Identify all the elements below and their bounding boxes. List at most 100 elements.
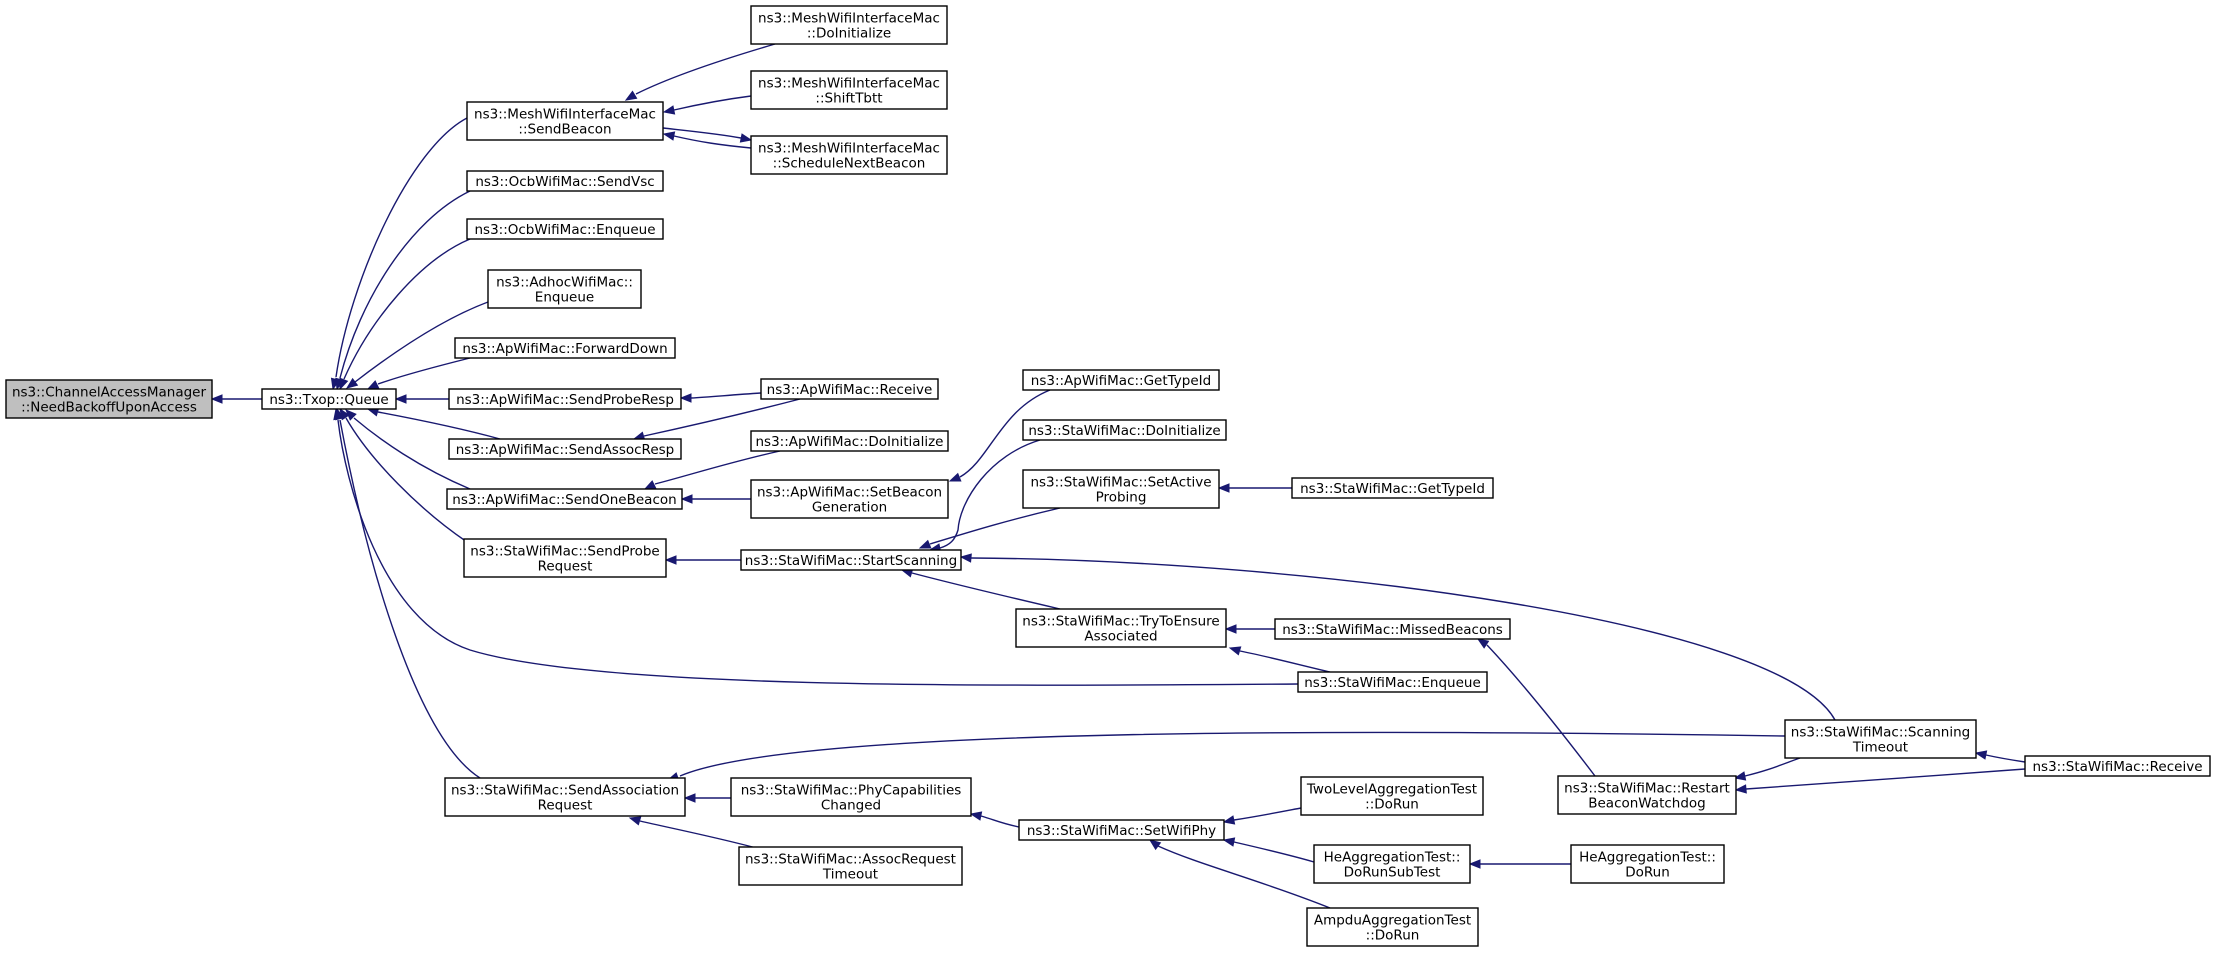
node-label-line: ns3::StaWifiMac::Restart bbox=[1564, 781, 1730, 797]
edge-arrowhead bbox=[959, 553, 972, 563]
edge-arrowhead bbox=[335, 407, 345, 421]
edge-line bbox=[980, 815, 1020, 828]
node-box bbox=[1022, 469, 1220, 509]
edge-line bbox=[635, 43, 776, 95]
node-mesh-shifttbtt[interactable]: ns3::MeshWifiInterfaceMac::ShiftTbtt bbox=[750, 70, 948, 110]
node-label-line: ::ShiftTbtt bbox=[815, 91, 882, 107]
node-label-line: ns3::StaWifiMac::SetActive bbox=[1030, 475, 1211, 491]
edge-arrowhead bbox=[210, 394, 223, 404]
edge-line bbox=[335, 117, 468, 378]
node-label-line: ::ScheduleNextBeacon bbox=[773, 156, 926, 172]
node-sta-startscanning[interactable]: ns3::StaWifiMac::StartScanning bbox=[740, 549, 962, 571]
node-box bbox=[487, 269, 642, 309]
node-label-line: ns3::StaWifiMac::Receive bbox=[2032, 759, 2202, 775]
node-label-line: Timeout bbox=[822, 867, 878, 883]
node-he-dorunsub[interactable]: HeAggregationTest::DoRunSubTest bbox=[1313, 844, 1471, 884]
node-label-line: ns3::MeshWifiInterfaceMac bbox=[758, 76, 940, 92]
node-ocb-enqueue[interactable]: ns3::OcbWifiMac::Enqueue bbox=[466, 218, 664, 240]
node-box bbox=[740, 549, 962, 571]
edge-arrowhead bbox=[1148, 839, 1162, 851]
node-label-line: ns3::StaWifiMac::DoInitialize bbox=[1028, 423, 1220, 439]
node-sta-receive[interactable]: ns3::StaWifiMac::Receive bbox=[2024, 755, 2211, 777]
edge-arrowhead bbox=[662, 105, 676, 115]
node-sta-enqueue[interactable]: ns3::StaWifiMac::Enqueue bbox=[1297, 671, 1488, 693]
edge-line bbox=[377, 411, 501, 440]
edge-sta_trytoensure-to-sta_startscanning bbox=[900, 568, 1061, 610]
edge-arrowhead bbox=[664, 555, 677, 565]
node-label-line: BeaconWatchdog bbox=[1588, 796, 1706, 812]
edge-arrowhead bbox=[624, 90, 638, 101]
nodes-layer: ns3::ChannelAccessManager::NeedBackoffUp… bbox=[5, 5, 2211, 947]
node-need-backoff[interactable]: ns3::ChannelAccessManager::NeedBackoffUp… bbox=[5, 379, 213, 419]
edge-arrowhead bbox=[628, 816, 642, 826]
edge-sta_startscanning-to-sta_sendprobereq bbox=[664, 555, 741, 565]
node-twolevel-dorun[interactable]: TwoLevelAggregationTest::DoRun bbox=[1300, 776, 1484, 816]
node-label-line: ::DoRun bbox=[1366, 928, 1420, 944]
node-mesh-doinit[interactable]: ns3::MeshWifiInterfaceMac::DoInitialize bbox=[750, 5, 948, 45]
node-box bbox=[466, 101, 664, 141]
node-label-line: Enqueue bbox=[535, 290, 594, 306]
edge-arrowhead bbox=[1224, 624, 1237, 634]
node-label-line: ns3::StaWifiMac::TryToEnsure bbox=[1022, 614, 1219, 630]
edge-sta_scantimeout-to-sta_sendassocreq bbox=[666, 731, 1786, 782]
node-sta-gettypeid[interactable]: ns3::StaWifiMac::GetTypeId bbox=[1291, 477, 1494, 499]
edge-txop_queue-to-need_backoff bbox=[210, 394, 262, 404]
node-label-line: Request bbox=[538, 559, 593, 575]
edge-line bbox=[354, 301, 489, 383]
node-label-line: HeAggregationTest:: bbox=[1579, 850, 1716, 866]
node-ap-forwarddown[interactable]: ns3::ApWifiMac::ForwardDown bbox=[454, 337, 676, 359]
node-ap-sendproberesp[interactable]: ns3::ApWifiMac::SendProbeResp bbox=[448, 388, 682, 410]
node-label-line: ns3::ApWifiMac::ForwardDown bbox=[462, 341, 667, 357]
node-mesh-sendbeacon[interactable]: ns3::MeshWifiInterfaceMac::SendBeacon bbox=[466, 101, 664, 141]
edge-sta_phycapchanged-to-sta_sendassocreq bbox=[683, 793, 731, 803]
edge-arrowhead bbox=[1222, 815, 1236, 825]
edge-ap_forwarddown-to-txop_queue bbox=[366, 357, 471, 390]
edge-arrowhead bbox=[345, 377, 359, 389]
edge-line bbox=[690, 392, 762, 399]
node-sta-doinit[interactable]: ns3::StaWifiMac::DoInitialize bbox=[1022, 419, 1227, 441]
node-label-line: ::SendBeacon bbox=[518, 122, 611, 138]
edge-line bbox=[345, 417, 468, 543]
node-box bbox=[1313, 844, 1471, 884]
node-txop-queue[interactable]: ns3::Txop::Queue bbox=[261, 388, 397, 410]
node-label-line: ns3::OcbWifiMac::SendVsc bbox=[475, 174, 654, 190]
edge-line bbox=[1985, 754, 2026, 763]
node-label-line: ns3::StaWifiMac::SetWifiPhy bbox=[1027, 823, 1216, 839]
node-box bbox=[463, 538, 667, 578]
edge-arrowhead bbox=[683, 793, 696, 803]
node-adhoc-enqueue[interactable]: ns3::AdhocWifiMac::Enqueue bbox=[487, 269, 642, 309]
edge-line bbox=[639, 820, 761, 850]
node-box bbox=[448, 438, 682, 460]
node-he-dorun[interactable]: HeAggregationTest::DoRun bbox=[1570, 844, 1725, 884]
node-sta-setwifiphy[interactable]: ns3::StaWifiMac::SetWifiPhy bbox=[1018, 819, 1225, 841]
edge-arrowhead bbox=[1733, 771, 1747, 781]
node-ap-sendassocresp[interactable]: ns3::ApWifiMac::SendAssocResp bbox=[448, 438, 682, 460]
node-label-line: HeAggregationTest:: bbox=[1324, 850, 1461, 866]
node-box bbox=[444, 777, 686, 817]
edge-mesh_sendbeacon-to-mesh_schednext bbox=[662, 127, 753, 143]
node-ampdu-dorun[interactable]: AmpduAggregationTest::DoRun bbox=[1306, 907, 1479, 947]
node-box bbox=[730, 777, 972, 817]
edge-arrowhead bbox=[1222, 837, 1236, 847]
node-ocb-sendvsc[interactable]: ns3::OcbWifiMac::SendVsc bbox=[466, 170, 664, 192]
edge-sta_receive-to-sta_scantimeout bbox=[1974, 750, 2026, 763]
node-label-line: ::DoInitialize bbox=[807, 26, 891, 42]
edge-sta_setwifiphy-to-sta_phycapchanged bbox=[969, 811, 1020, 828]
node-mesh-schednext[interactable]: ns3::MeshWifiInterfaceMac::ScheduleNextB… bbox=[750, 135, 948, 175]
node-ap-sendonebeacon[interactable]: ns3::ApWifiMac::SendOneBeacon bbox=[446, 488, 683, 510]
node-sta-missedbeacons[interactable]: ns3::StaWifiMac::MissedBeacons bbox=[1274, 618, 1511, 640]
node-ap-gettypeid[interactable]: ns3::ApWifiMac::GetTypeId bbox=[1022, 369, 1220, 391]
node-ap-doinit[interactable]: ns3::ApWifiMac::DoInitialize bbox=[750, 430, 949, 452]
node-label-line: Probing bbox=[1096, 490, 1147, 506]
node-ap-receive[interactable]: ns3::ApWifiMac::Receive bbox=[760, 378, 939, 400]
